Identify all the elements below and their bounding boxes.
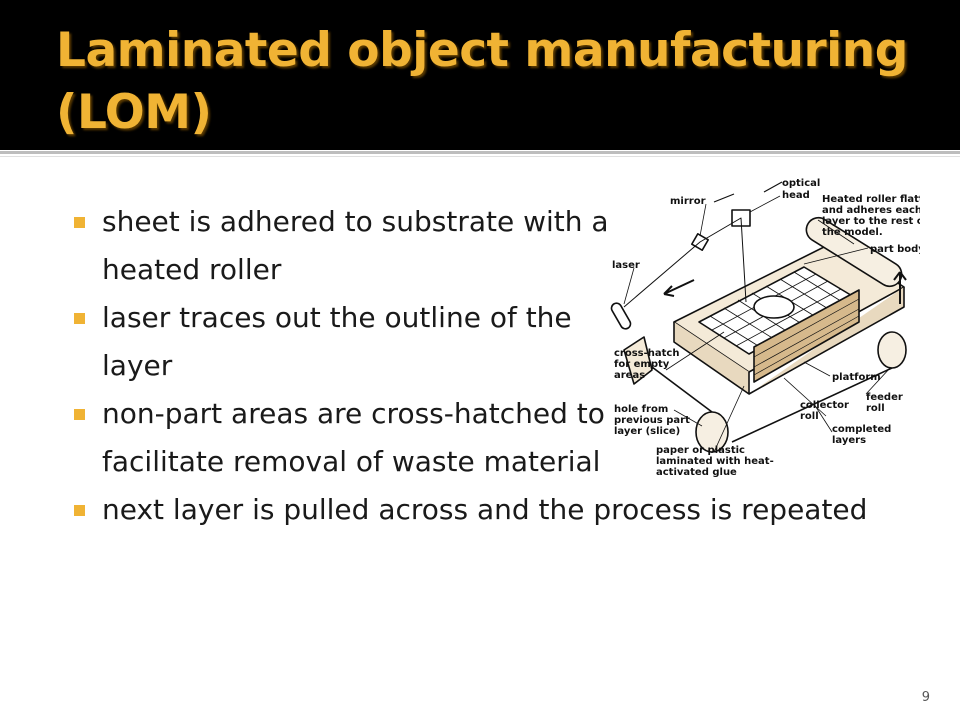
label-heated-roller: Heated roller flattens [822, 194, 920, 205]
label-part-body: part body [870, 244, 920, 255]
completed-layers [753, 289, 860, 383]
lom-machine-diagram: mirror optical head Heated roller flatte… [610, 178, 920, 478]
label-mirror: mirror [670, 196, 706, 207]
bullet-item: sheet is adhered to substrate with a hea… [74, 198, 934, 294]
motion-arrow-up [893, 271, 907, 304]
label-collector-roll: roll [800, 411, 819, 422]
label-heated-roller: the model. [822, 227, 883, 238]
feeder-roll [877, 331, 907, 369]
left-roller-housing [623, 336, 653, 385]
diagram-labels: mirror optical head Heated roller flatte… [612, 178, 920, 478]
label-hole: layer (slice) [614, 426, 680, 437]
label-paper: paper or plastic [656, 445, 745, 456]
label-completed-layers: layers [832, 435, 866, 446]
sheet-path-bottom [731, 367, 893, 443]
label-completed-layers: completed [832, 424, 891, 435]
label-hole: previous part [614, 415, 690, 426]
label-heated-roller: and adheres each [822, 205, 920, 216]
motion-arrows-top [713, 181, 783, 203]
page-number: 9 [921, 690, 930, 705]
label-crosshatch: areas [614, 370, 645, 381]
leader-lines [623, 195, 891, 453]
bullet-marker [74, 409, 85, 420]
title-divider [0, 151, 960, 154]
laser-beam [623, 217, 747, 308]
label-optical-head: optical [782, 178, 820, 189]
bullet-item: non-part areas are cross-hatched to faci… [74, 390, 934, 486]
label-heated-roller: layer to the rest of [822, 216, 920, 227]
bullet-list: sheet is adhered to substrate with a hea… [74, 198, 934, 534]
bullet-text: sheet is adhered to substrate with a hea… [102, 205, 609, 286]
label-crosshatch: cross-hatch [614, 348, 679, 359]
label-hole: hole from [614, 404, 668, 415]
bullet-item: next layer is pulled across and the proc… [74, 486, 934, 534]
bullet-marker [74, 505, 85, 516]
label-crosshatch: for empty [614, 359, 670, 370]
bullet-text: laser traces out the outline of the laye… [102, 301, 572, 382]
label-feeder-roll: feeder [866, 392, 903, 403]
laser-source [610, 302, 632, 330]
label-collector-roll: collector [800, 400, 849, 411]
label-paper: activated glue [656, 467, 737, 478]
label-feeder-roll: roll [866, 403, 885, 414]
title-bar: Laminated object manufacturing (LOM) [0, 0, 960, 150]
bullet-marker [74, 313, 85, 324]
bullet-item: laser traces out the outline of the laye… [74, 294, 934, 390]
motion-arrow-left [663, 279, 695, 297]
label-laser: laser [612, 260, 640, 271]
bullet-marker [74, 217, 85, 228]
part-outline [753, 295, 795, 319]
label-platform: platform [832, 372, 881, 383]
title-divider-thin [0, 156, 960, 157]
machine-front-face [673, 322, 750, 395]
bullet-text: non-part areas are cross-hatched to faci… [102, 397, 605, 478]
slide-title: Laminated object manufacturing (LOM) [56, 23, 908, 140]
label-paper: laminated with heat- [656, 456, 774, 467]
bullet-text: next layer is pulled across and the proc… [102, 493, 868, 526]
label-optical-head: head [782, 190, 810, 201]
